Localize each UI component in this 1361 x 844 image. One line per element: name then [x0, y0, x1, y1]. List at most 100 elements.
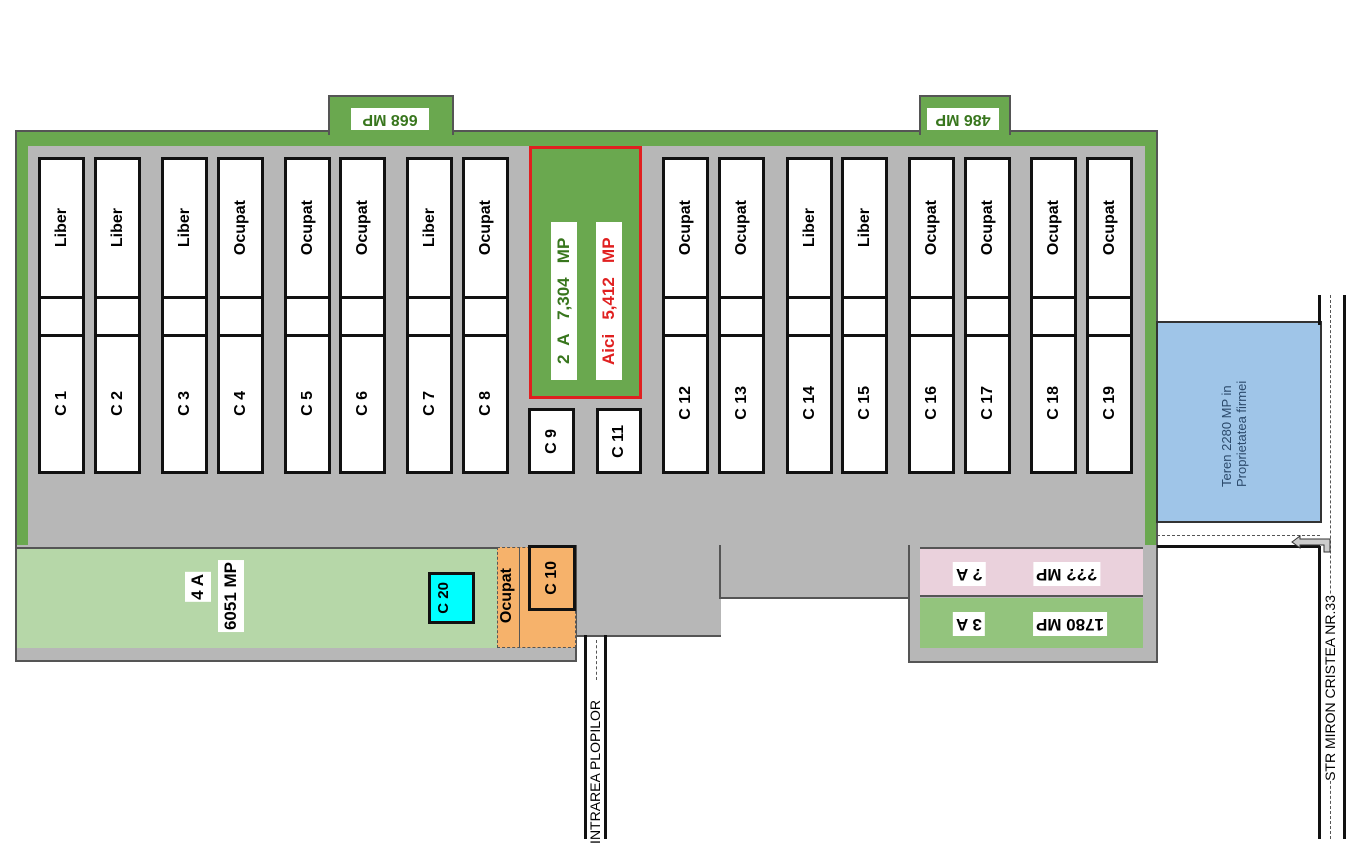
street-main-dashes [1330, 295, 1331, 839]
unit-c15[interactable]: Liber C 15 [841, 157, 888, 474]
right-green-strip [1145, 146, 1156, 496]
unit-status: Ocupat [732, 200, 750, 256]
zone-3a-area: 1780 MP [1033, 612, 1108, 636]
divider [97, 334, 138, 337]
divider [844, 296, 885, 299]
unit-id: C 6 [353, 390, 371, 416]
unit-status: Liber [175, 208, 193, 248]
unit-id: C 8 [476, 390, 494, 416]
zone-unknown-name: ? A [953, 562, 986, 586]
divider [342, 296, 383, 299]
entrance-arrow-icon [1290, 535, 1334, 553]
zone-c10-divider [519, 547, 520, 648]
unit-c13[interactable]: Ocupat C 13 [718, 157, 765, 474]
unit-status: Ocupat [476, 200, 494, 256]
divider [1089, 334, 1130, 337]
unit-c16[interactable]: Ocupat C 16 [908, 157, 955, 474]
unit-status: Ocupat [353, 200, 371, 256]
unit-status: Ocupat [231, 200, 249, 256]
divider [844, 334, 885, 337]
unit-c14[interactable]: Liber C 14 [786, 157, 833, 474]
divider [665, 334, 706, 337]
unit-c11[interactable]: C 11 [596, 408, 642, 474]
zone-2a[interactable] [529, 146, 642, 399]
top-tab-left-label: 668 MP [351, 108, 429, 130]
unit-c19[interactable]: Ocupat C 19 [1086, 157, 1133, 474]
zone-3a-name: 3 A [953, 612, 985, 636]
divider [721, 296, 762, 299]
unit-id: C 12 [676, 386, 694, 420]
unit-c4[interactable]: Ocupat C 4 [217, 157, 264, 474]
divider [1033, 334, 1074, 337]
zone-c10-status: Ocupat [498, 568, 515, 624]
unit-c10-label: C 10 [543, 561, 560, 595]
zone-4a[interactable] [17, 547, 498, 648]
street-main-label: STR MIRON CRISTEA NR.33 [1322, 595, 1338, 781]
unit-id: C 7 [420, 390, 438, 416]
unit-id: C 17 [978, 386, 996, 420]
unit-c20-label: C 20 [434, 582, 452, 614]
unit-c6[interactable]: Ocupat C 6 [339, 157, 386, 474]
entrance-road-right [604, 635, 607, 839]
unit-c3[interactable]: Liber C 3 [161, 157, 208, 474]
divider [342, 334, 383, 337]
divider [911, 334, 952, 337]
unit-c18[interactable]: Ocupat C 18 [1030, 157, 1077, 474]
unit-c10[interactable]: C 10 [528, 545, 576, 611]
unit-c2[interactable]: Liber C 2 [94, 157, 141, 474]
unit-id: C 13 [732, 386, 750, 420]
zone-4a-name: 4 A [185, 572, 211, 602]
unit-c17[interactable]: Ocupat C 17 [964, 157, 1011, 474]
divider [1033, 296, 1074, 299]
unit-status: Liber [800, 208, 818, 248]
zone-2a-area: 2 A 7,304 MP [551, 222, 577, 380]
divider [220, 334, 261, 337]
street-main-line-left-lower [1318, 546, 1321, 839]
top-tab-right-label: 486 MP [927, 108, 999, 130]
divider [465, 296, 506, 299]
yard-lower-mid [719, 545, 909, 599]
unit-status: Ocupat [978, 200, 996, 256]
divider [287, 334, 328, 337]
yard-lower [575, 545, 721, 637]
divider [665, 296, 706, 299]
divider [164, 334, 205, 337]
divider [789, 296, 830, 299]
unit-id: C 1 [52, 390, 70, 416]
divider [967, 296, 1008, 299]
unit-id: C 18 [1044, 386, 1062, 420]
unit-c9[interactable]: C 9 [528, 408, 575, 474]
unit-status: Ocupat [922, 200, 940, 256]
zone-2a-available: Aici 5,412 MP [596, 222, 622, 380]
land-parcel-label: Teren 2280 MP in Proprietatea firmei [1219, 380, 1249, 487]
unit-status: Liber [855, 208, 873, 248]
unit-c5[interactable]: Ocupat C 5 [284, 157, 331, 474]
divider [721, 334, 762, 337]
divider [465, 334, 506, 337]
unit-c12[interactable]: Ocupat C 12 [662, 157, 709, 474]
unit-c7[interactable]: Liber C 7 [406, 157, 453, 474]
land-parcel[interactable]: Teren 2280 MP in Proprietatea firmei [1156, 321, 1322, 523]
divider [1089, 296, 1130, 299]
divider [220, 296, 261, 299]
unit-id: C 15 [855, 386, 873, 420]
divider [967, 334, 1008, 337]
unit-status: Liber [52, 208, 70, 248]
entrance-road-dashes [596, 640, 597, 680]
divider [287, 296, 328, 299]
side-road-line [1157, 545, 1320, 548]
unit-status: Ocupat [1044, 200, 1062, 256]
zone-unknown-area: ??? MP [1033, 562, 1101, 586]
divider [789, 334, 830, 337]
street-main-line-left [1318, 295, 1321, 325]
divider [97, 296, 138, 299]
unit-c9-label: C 9 [542, 428, 560, 454]
divider [41, 296, 82, 299]
unit-id: C 2 [108, 390, 126, 416]
unit-c1[interactable]: Liber C 1 [38, 157, 85, 474]
unit-c8[interactable]: Ocupat C 8 [462, 157, 509, 474]
unit-id: C 5 [298, 390, 316, 416]
street-main-line-right [1343, 295, 1346, 839]
divider [911, 296, 952, 299]
unit-c20[interactable]: C 20 [428, 572, 475, 624]
